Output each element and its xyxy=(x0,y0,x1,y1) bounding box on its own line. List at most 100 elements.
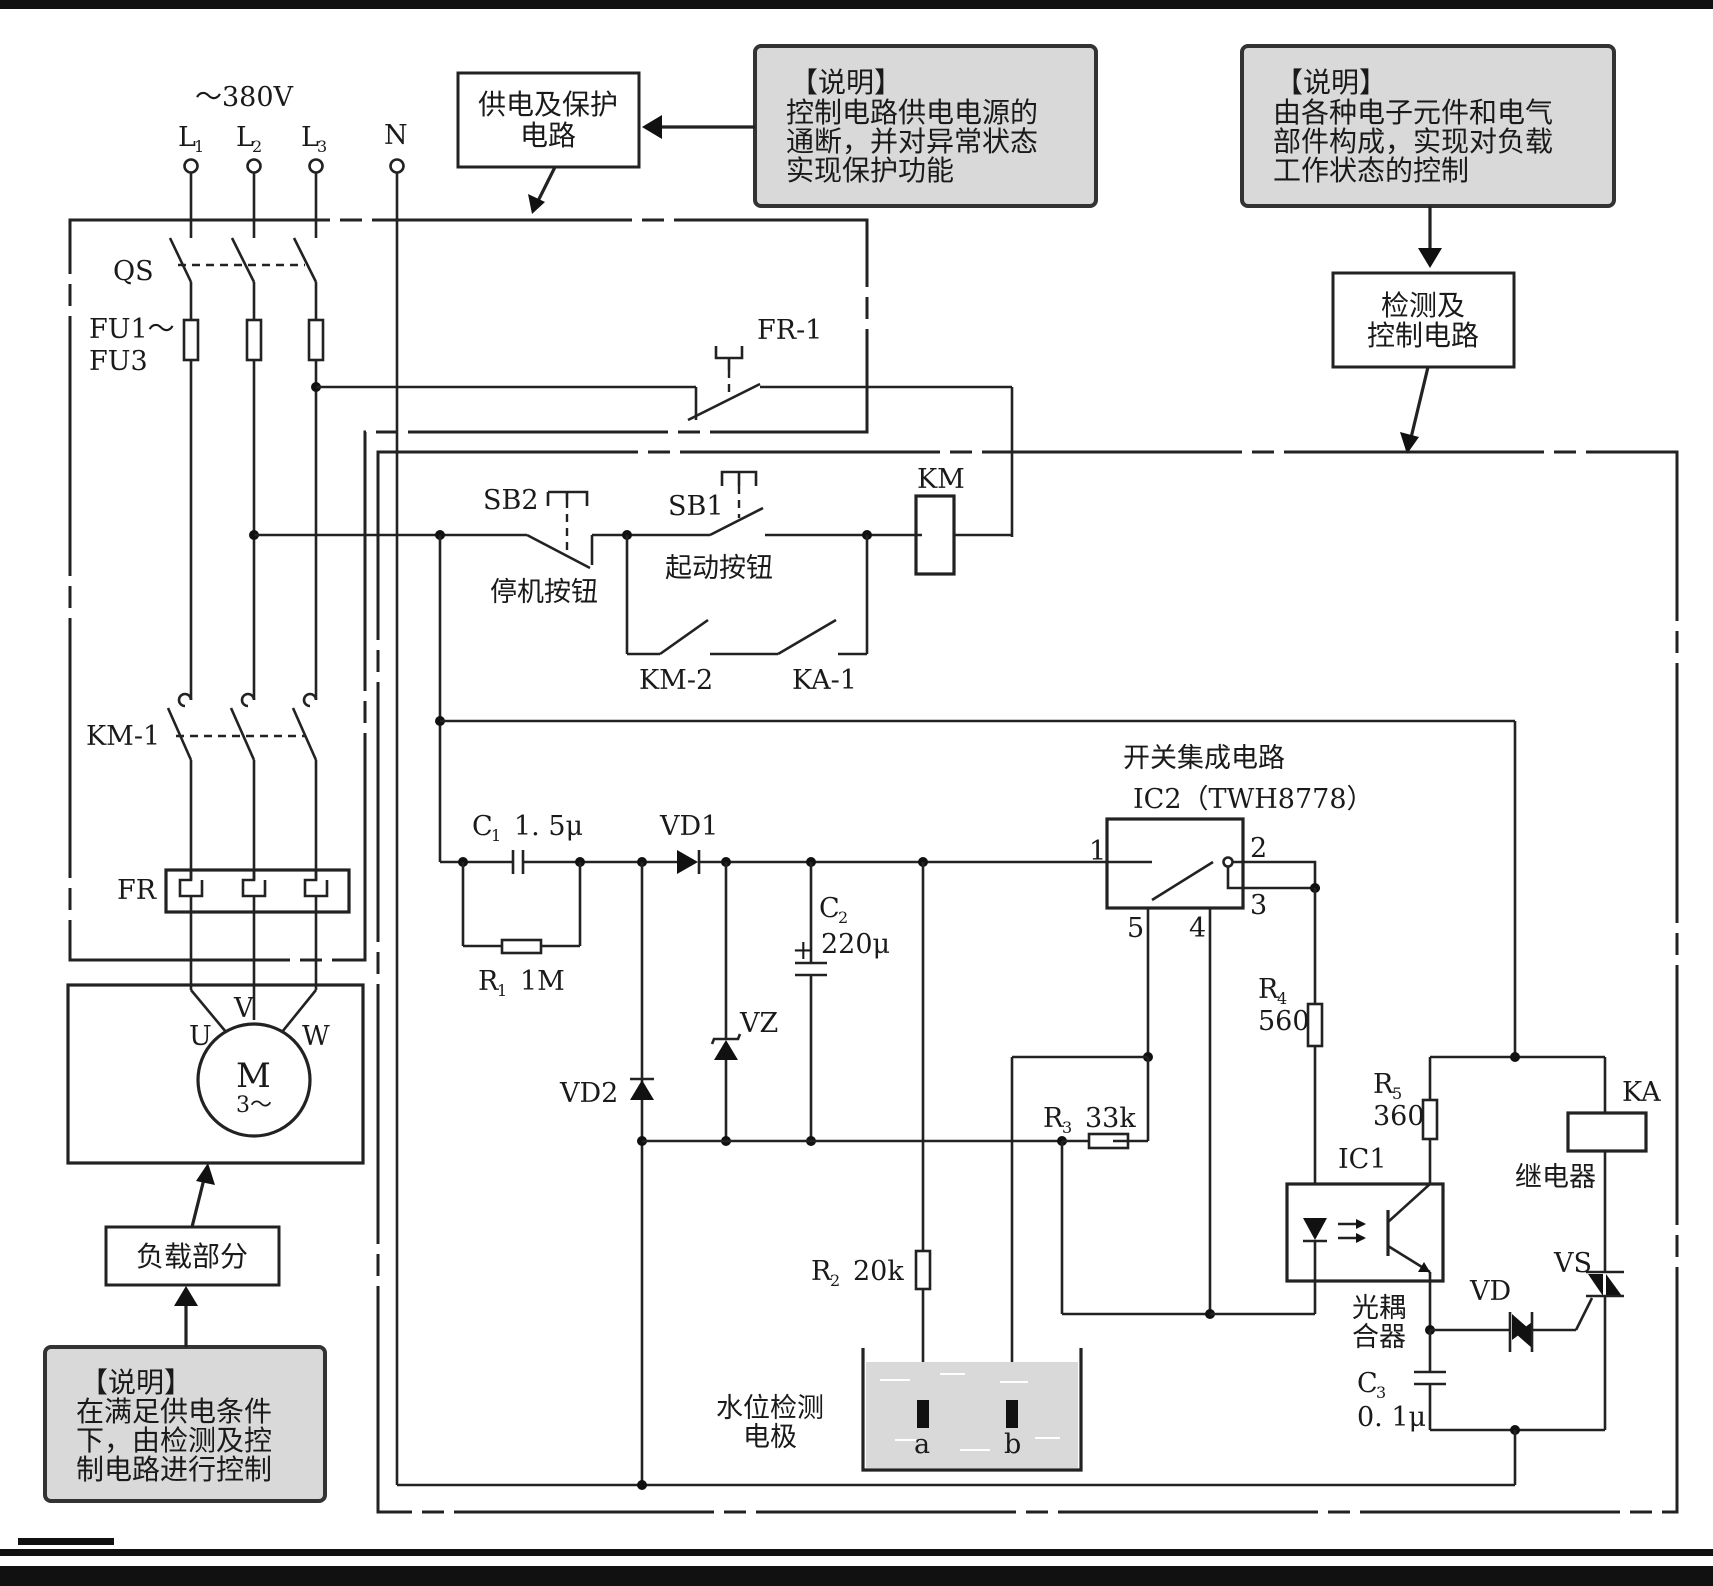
r1-label: R xyxy=(478,966,499,997)
vs-label: VS xyxy=(1553,1248,1592,1279)
svg-text:L: L xyxy=(301,122,319,153)
ka-label: KA xyxy=(1622,1077,1661,1108)
svg-text:N: N xyxy=(384,120,408,151)
note-load: 【说明】 在满足供电条件 下，由检测及控 制电路进行控制 xyxy=(43,1345,327,1503)
ic2-pin-4: 4 xyxy=(1189,913,1206,944)
svg-text:1: 1 xyxy=(194,137,204,156)
motor-v-label: V xyxy=(233,993,254,1024)
r1-sub: 1 xyxy=(497,981,507,1000)
fuse-label-1: FU1～ xyxy=(89,314,175,345)
sb1-label: SB1 xyxy=(668,491,724,522)
c1-value: 1. 5μ xyxy=(514,811,583,842)
contactor-control-wiring xyxy=(249,346,1014,862)
ic2-pin-1: 1 xyxy=(1089,836,1106,867)
svg-text:控制电路供电电源的: 控制电路供电电源的 xyxy=(786,96,1038,129)
electrode-label-2: 电极 xyxy=(743,1422,797,1453)
svg-text:控制电路: 控制电路 xyxy=(1367,319,1479,352)
svg-text:【说明】: 【说明】 xyxy=(790,66,902,99)
motor-w-label: W xyxy=(302,1021,330,1052)
motor-u-label: U xyxy=(189,1021,212,1052)
r2-label: R xyxy=(811,1256,832,1287)
svg-text:3: 3 xyxy=(317,137,327,156)
svg-text:由各种电子元件和电气: 由各种电子元件和电气 xyxy=(1273,96,1553,129)
ic1-desc-1: 光耦 xyxy=(1352,1293,1406,1324)
block-load-label: 负载部分 xyxy=(104,1225,281,1287)
svg-text:供电及保护: 供电及保护 xyxy=(478,88,618,121)
sb2-label: SB2 xyxy=(483,485,539,516)
c1-sub: 1 xyxy=(491,826,501,845)
detection-wiring xyxy=(397,716,1648,1490)
r5-sub: 5 xyxy=(1392,1084,1402,1103)
region-borders xyxy=(66,218,1679,1514)
ic1-label: IC1 xyxy=(1338,1144,1387,1175)
r2-value: 20k xyxy=(853,1256,904,1287)
motor-m-label: M xyxy=(236,1056,271,1096)
svg-text:检测及: 检测及 xyxy=(1381,289,1465,322)
electrode-a-label: a xyxy=(914,1429,930,1460)
svg-text:～380V: ～380V xyxy=(195,82,294,113)
km2-label: KM-2 xyxy=(639,665,713,696)
vd-label: VD xyxy=(1469,1276,1511,1307)
svg-text:通断，并对异常状态: 通断，并对异常状态 xyxy=(786,125,1038,158)
r3-value: 33k xyxy=(1085,1103,1136,1134)
ic2-pin-3: 3 xyxy=(1250,890,1267,921)
note-power: 【说明】 控制电路供电电源的 通断，并对异常状态 实现保护功能 xyxy=(753,44,1098,208)
svg-text:实现保护功能: 实现保护功能 xyxy=(786,154,954,187)
sb2-desc: 停机按钮 xyxy=(490,577,598,608)
sb1-desc: 起动按钮 xyxy=(665,553,773,584)
electrode-b-label: b xyxy=(1004,1429,1021,1460)
vd1-label: VD1 xyxy=(659,811,718,842)
c2-plus: + xyxy=(792,935,815,966)
c2-sub: 2 xyxy=(838,908,848,927)
ic2-pin-5: 5 xyxy=(1127,913,1144,944)
km-coil-label: KM xyxy=(917,464,965,495)
c3-sub: 3 xyxy=(1376,1383,1386,1402)
vz-label: VZ xyxy=(739,1008,778,1039)
r1-value: 1M xyxy=(520,966,565,997)
ic2-title: 开关集成电路 xyxy=(1123,743,1285,774)
svg-text:L: L xyxy=(178,122,196,153)
km1-label: KM-1 xyxy=(86,721,160,752)
r3-label: R xyxy=(1043,1103,1064,1134)
qs-label: QS xyxy=(113,256,154,287)
svg-text:制电路进行控制: 制电路进行控制 xyxy=(76,1453,272,1486)
c1-label: C xyxy=(472,811,493,842)
svg-text:【说明】: 【说明】 xyxy=(80,1366,192,1399)
note-control: 【说明】 由各种电子元件和电气 部件构成，实现对负载 工作状态的控制 xyxy=(1240,44,1616,208)
r4-sub: 4 xyxy=(1277,989,1287,1008)
svg-text:工作状态的控制: 工作状态的控制 xyxy=(1273,154,1469,187)
ic2-name: IC2（TWH8778） xyxy=(1133,784,1374,815)
ic1-desc-2: 合器 xyxy=(1352,1322,1406,1353)
ic2-pin-2: 2 xyxy=(1250,833,1267,864)
supply-terminals: ～380V L 1 L 2 L 3 N xyxy=(178,82,408,174)
r5-label: R xyxy=(1373,1069,1394,1100)
block-power-label: 供电及保护 电路 xyxy=(456,71,641,169)
r3-sub: 3 xyxy=(1062,1118,1072,1137)
ka1-label: KA-1 xyxy=(792,665,857,696)
fuse-label-2: FU3 xyxy=(89,346,148,377)
c3-label: C xyxy=(1357,1368,1378,1399)
c2-label: C xyxy=(819,893,840,924)
svg-text:在满足供电条件: 在满足供电条件 xyxy=(76,1395,272,1428)
svg-text:L: L xyxy=(236,122,254,153)
r2-sub: 2 xyxy=(830,1271,840,1290)
power-wiring xyxy=(164,173,399,1485)
motor-phase-label: 3～ xyxy=(236,1093,272,1118)
r4-value: 560 xyxy=(1258,1006,1310,1037)
svg-text:【说明】: 【说明】 xyxy=(1275,66,1387,99)
svg-text:电路: 电路 xyxy=(520,119,576,152)
svg-text:部件构成，实现对负载: 部件构成，实现对负载 xyxy=(1273,125,1553,158)
pointer-arrows xyxy=(174,115,1442,1347)
svg-text:负载部分: 负载部分 xyxy=(136,1240,248,1273)
fr1-label: FR-1 xyxy=(757,315,822,346)
r5-value: 360 xyxy=(1373,1101,1425,1132)
fr-label: FR xyxy=(117,875,157,906)
block-control-label: 检测及 控制电路 xyxy=(1331,271,1516,369)
electrode-label-1: 水位检测 xyxy=(716,1393,824,1424)
svg-text:2: 2 xyxy=(252,137,262,156)
ka-desc: 继电器 xyxy=(1515,1162,1596,1193)
svg-text:下，由检测及控: 下，由检测及控 xyxy=(76,1424,272,1457)
r4-label: R xyxy=(1258,974,1279,1005)
